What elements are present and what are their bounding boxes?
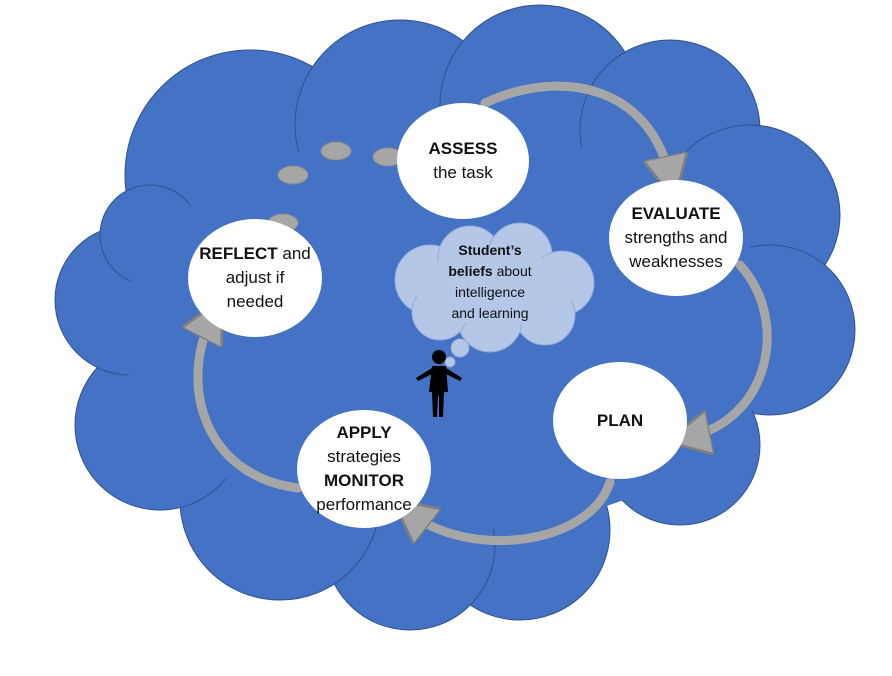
arrow-plan-to-apply (410, 477, 615, 545)
beliefs-line2-rest: about (492, 263, 532, 279)
step-reflect-line3: needed (226, 292, 284, 311)
step-reflect-line1: REFLECT and (199, 242, 310, 266)
step-apply-line2: strategies (327, 447, 401, 466)
step-apply-line4: performance (316, 495, 412, 514)
step-reflect-line2: adjust if (225, 268, 285, 287)
step-evaluate-line2: strengths and (624, 228, 728, 247)
cycle-arrows (198, 81, 772, 545)
beliefs-line3: intelligence (454, 284, 526, 300)
thought-tail-dot (450, 338, 470, 358)
step-assess-text: the task (433, 163, 493, 182)
step-evaluate-line3: weaknesses (629, 252, 723, 271)
beliefs-thought-cloud (394, 222, 595, 368)
step-reflect-title: REFLECT (199, 244, 278, 263)
step-reflect: REFLECT and adjust if needed (188, 219, 322, 337)
thought-tail-dot (444, 356, 456, 368)
step-monitor-title: MONITOR (324, 471, 404, 490)
arrow-apply-to-reflect (198, 318, 303, 493)
step-plan: PLAN (553, 362, 687, 479)
step-evaluate-title: EVALUATE (631, 204, 721, 223)
step-apply-title: APPLY (336, 423, 392, 442)
thought-bubbles (267, 141, 404, 233)
step-assess-title: ASSESS (428, 139, 498, 158)
arrow-evaluate-to-plan (688, 260, 772, 437)
person-icon (416, 350, 462, 417)
arrow-assess-to-evaluate (480, 81, 670, 178)
step-assess: ASSESS the task (397, 103, 529, 219)
step-reflect-line1-rest: and (277, 244, 311, 263)
step-plan-title: PLAN (596, 410, 644, 430)
beliefs-text: Student’s beliefs about intelligence and… (420, 240, 560, 324)
bubble-dot (320, 141, 352, 161)
beliefs-line2: beliefs about (420, 261, 560, 282)
beliefs-line2-bold: beliefs (448, 263, 493, 279)
step-apply: APPLY strategies MONITOR performance (297, 410, 431, 528)
step-evaluate: EVALUATE strengths and weaknesses (609, 180, 743, 296)
beliefs-line1: Student’s (458, 242, 522, 258)
bubble-dot (277, 165, 309, 185)
beliefs-line4: and learning (451, 305, 529, 321)
